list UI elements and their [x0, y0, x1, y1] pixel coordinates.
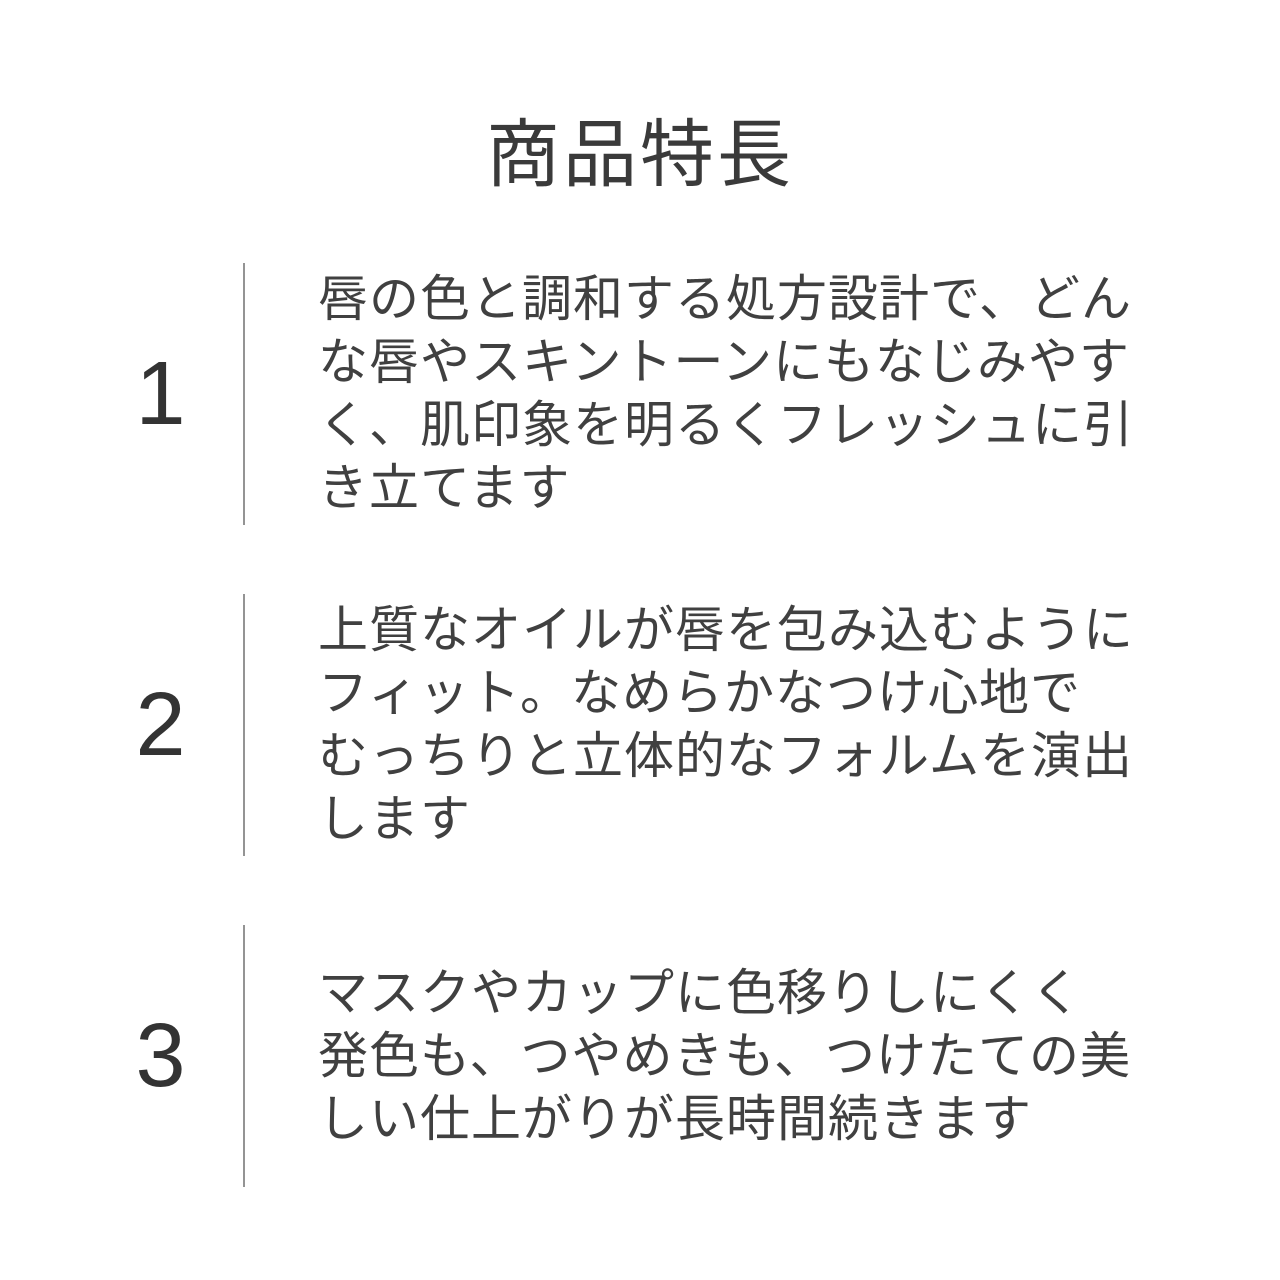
vertical-divider	[243, 263, 245, 525]
feature-row-3: 3 マスクやカップに色移りしにくく 発色も、つやめきも、つけたての美 しい仕上が…	[0, 925, 1280, 1187]
page-title: 商品特長	[486, 113, 794, 196]
feature-number-3: 3	[135, 1006, 186, 1106]
vertical-divider	[243, 594, 245, 856]
feature-number-2: 2	[135, 675, 186, 775]
feature-row-1: 1 唇の色と調和する処方設計で、どん な唇やスキントーンにもなじみやす く、肌印…	[0, 263, 1280, 525]
feature-text-1: 唇の色と調和する処方設計で、どん な唇やスキントーンにもなじみやす く、肌印象を…	[318, 271, 1134, 516]
vertical-divider	[243, 925, 245, 1187]
feature-number-1: 1	[135, 344, 186, 444]
feature-row-2: 2 上質なオイルが唇を包み込むように フィット。なめらかなつけ心地で むっちりと…	[0, 594, 1280, 856]
feature-text-2: 上質なオイルが唇を包み込むように フィット。なめらかなつけ心地で むっちりと立体…	[318, 602, 1134, 847]
feature-text-3: マスクやカップに色移りしにくく 発色も、つやめきも、つけたての美 しい仕上がりが…	[318, 964, 1131, 1147]
feature-list: 1 唇の色と調和する処方設計で、どん な唇やスキントーンにもなじみやす く、肌印…	[0, 263, 1280, 1187]
